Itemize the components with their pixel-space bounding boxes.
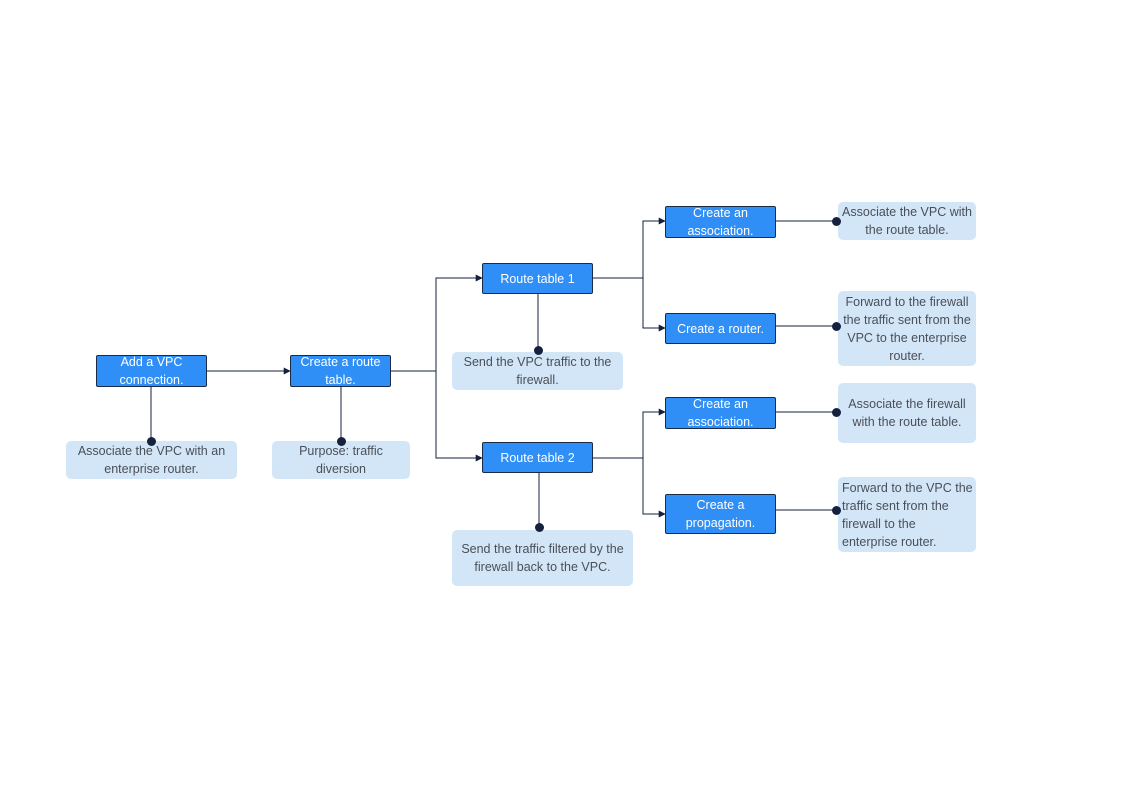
node-create-router: Create a router.	[665, 313, 776, 344]
note-send-vpc-traffic: Send the VPC traffic to the firewall.	[452, 352, 623, 390]
note-forward-to-vpc: Forward to the VPC the traffic sent from…	[838, 477, 976, 552]
arrow-rt2-to-propagation	[642, 458, 666, 518]
node-add-vpc-connection: Add a VPC connection.	[96, 355, 207, 387]
node-create-route-table: Create a route table.	[290, 355, 391, 387]
connector-dot	[832, 217, 841, 226]
note-associate-vpc-route-table: Associate the VPC with the route table.	[838, 202, 976, 240]
connector-dot	[337, 437, 346, 446]
note-send-filtered-traffic: Send the traffic filtered by the firewal…	[452, 530, 633, 586]
arrow-rt1-to-association	[593, 217, 666, 279]
note-associate-vpc-enterprise-router: Associate the VPC with an enterprise rou…	[66, 441, 237, 479]
connector-dot	[147, 437, 156, 446]
arrow-rt1-to-router	[642, 278, 666, 332]
node-create-propagation: Create a propagation.	[665, 494, 776, 534]
arrow-to-route-table-2	[435, 371, 483, 462]
node-route-table-1: Route table 1	[482, 263, 593, 294]
node-route-table-2: Route table 2	[482, 442, 593, 473]
connector-dot	[832, 506, 841, 515]
arrow-rt2-to-association	[593, 408, 666, 459]
node-create-association-2: Create an association.	[665, 397, 776, 429]
connector-dot	[832, 322, 841, 331]
note-forward-to-firewall: Forward to the firewall the traffic sent…	[838, 291, 976, 366]
connector-dot	[832, 408, 841, 417]
node-create-association-1: Create an association.	[665, 206, 776, 238]
connector-dot	[534, 346, 543, 355]
connector-dot	[535, 523, 544, 532]
note-purpose: Purpose: traffic diversion	[272, 441, 410, 479]
note-associate-firewall: Associate the firewall with the route ta…	[838, 383, 976, 443]
arrow-to-route-table-1	[391, 274, 483, 372]
